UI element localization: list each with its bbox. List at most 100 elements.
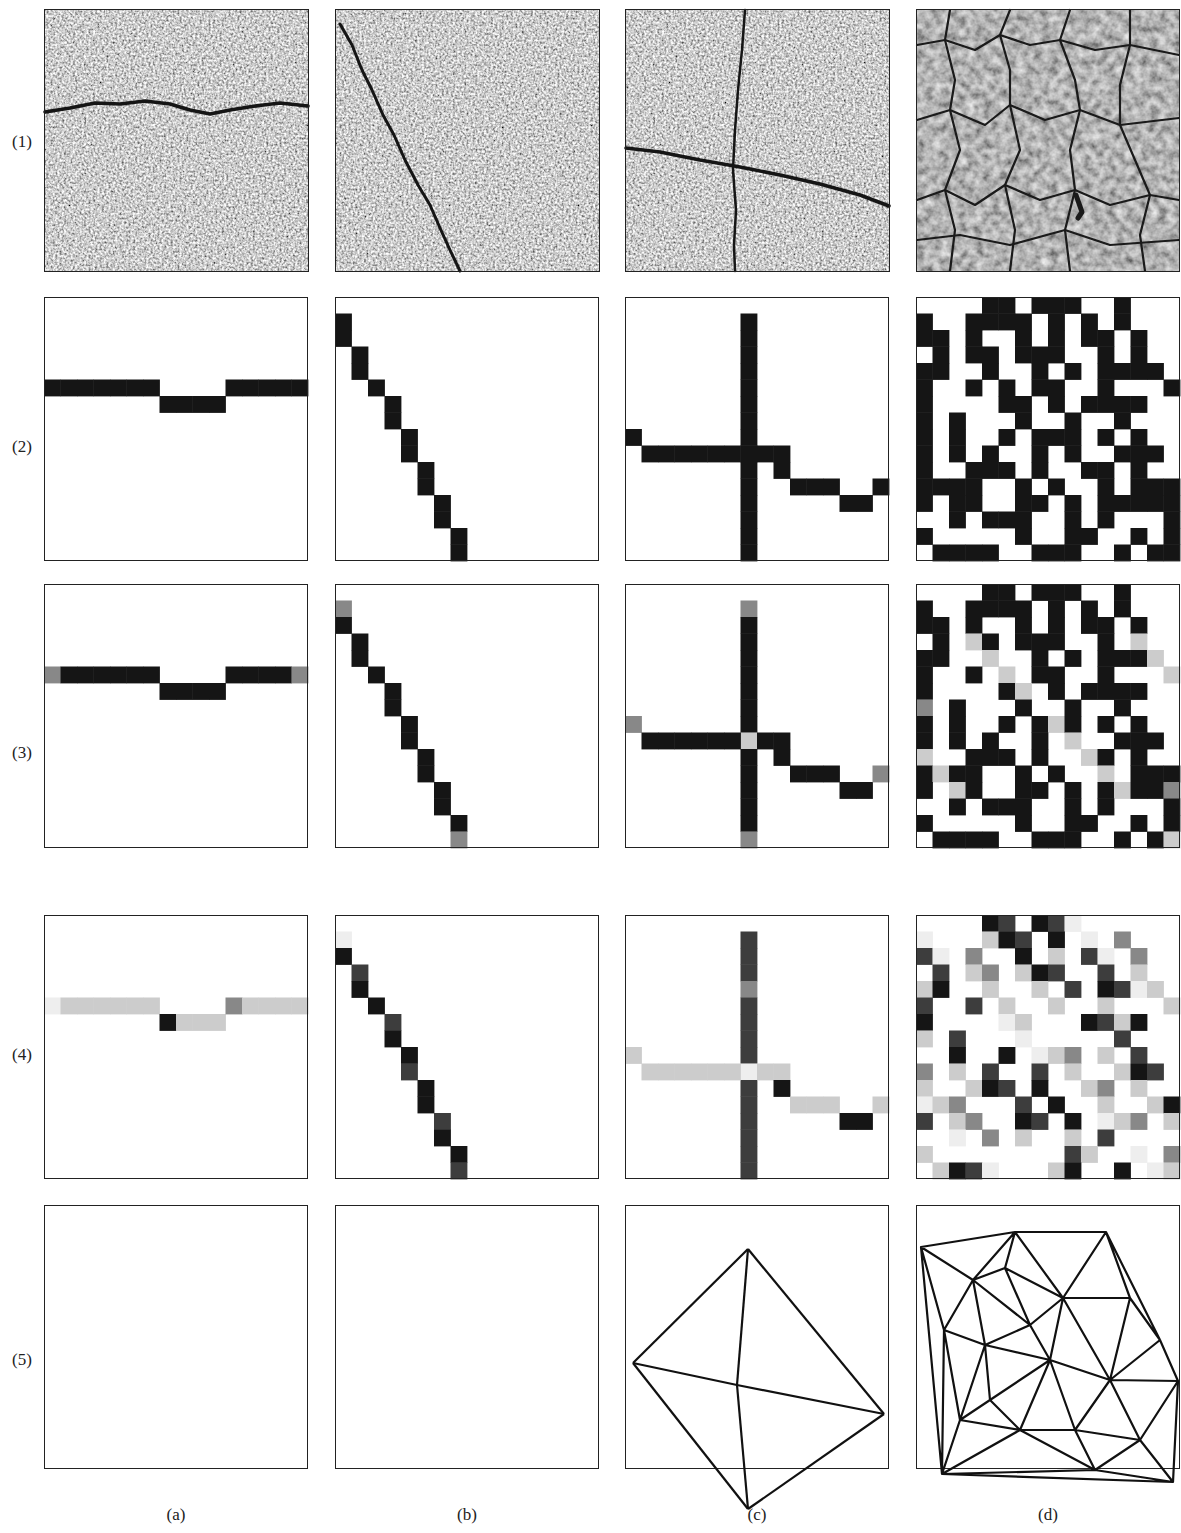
grid-cell — [708, 733, 725, 750]
grid-cell — [741, 601, 758, 618]
grid-cell — [434, 1113, 451, 1130]
grid-cell — [999, 297, 1016, 314]
grid-cell — [275, 998, 292, 1015]
grid-cell — [916, 683, 933, 700]
grid-cell — [933, 363, 950, 380]
grid-cell — [741, 733, 758, 750]
grid-cell — [724, 733, 741, 750]
grid-cell — [1114, 1031, 1131, 1048]
grid-cell — [1048, 915, 1065, 932]
grid-cell — [1048, 716, 1065, 733]
grid-cell — [1015, 1130, 1032, 1147]
crack-line — [340, 24, 460, 271]
grid-cell — [1098, 998, 1115, 1015]
grid-cell — [1081, 617, 1098, 634]
grid-cell — [982, 1130, 999, 1147]
grid-cell — [982, 297, 999, 314]
grid-cell — [999, 667, 1016, 684]
grid-cell — [1032, 446, 1049, 463]
grid-cell — [966, 380, 983, 397]
grid-cell — [741, 683, 758, 700]
grid-cell — [999, 396, 1016, 413]
grid-cell — [1147, 363, 1164, 380]
grid-cell — [193, 396, 210, 413]
grid-cell — [1065, 700, 1082, 717]
grid-cell — [966, 545, 983, 562]
grid-cell — [1065, 545, 1082, 562]
grid-cell — [1081, 396, 1098, 413]
panel-frame — [45, 916, 308, 1179]
grid-panel — [44, 667, 308, 700]
grid-cell — [335, 601, 352, 618]
grid-cell — [259, 380, 276, 397]
grid-cell — [209, 683, 226, 700]
grid-cell — [658, 446, 675, 463]
grid-cell — [176, 1014, 193, 1031]
grid-cell — [757, 1064, 774, 1081]
grid-cell — [1065, 446, 1082, 463]
grid-cell — [1098, 1080, 1115, 1097]
grid-cell — [1032, 965, 1049, 982]
grid-cell — [1081, 528, 1098, 545]
grid-cell — [741, 479, 758, 496]
grid-cell — [741, 1097, 758, 1114]
grid-cell — [741, 1163, 758, 1180]
grid-cell — [916, 782, 933, 799]
grid-cell — [1048, 297, 1065, 314]
grid-cell — [1032, 716, 1049, 733]
grid-cell — [1065, 815, 1082, 832]
grid-cell — [873, 766, 890, 783]
grid-cell — [1131, 495, 1148, 512]
crack-line — [733, 10, 745, 271]
grid-cell — [1098, 1047, 1115, 1064]
grid-cell — [966, 1163, 983, 1180]
grid-cell — [1032, 832, 1049, 849]
grid-cell — [385, 683, 402, 700]
grid-cell — [1131, 1064, 1148, 1081]
grid-cell — [982, 584, 999, 601]
grid-cell — [1015, 617, 1032, 634]
grid-cell — [916, 733, 933, 750]
grid-cell — [642, 1064, 659, 1081]
grid-cell — [1131, 650, 1148, 667]
grid-cell — [1015, 683, 1032, 700]
grid-cell — [741, 495, 758, 512]
grid-cell — [434, 782, 451, 799]
grid-cell — [1147, 650, 1164, 667]
grid-cell — [741, 462, 758, 479]
grid-cell — [916, 429, 933, 446]
crack-line — [626, 148, 889, 206]
grid-cell — [1147, 1097, 1164, 1114]
grid-cell — [1164, 512, 1181, 529]
grid-cell — [1098, 363, 1115, 380]
grid-cell — [1131, 1080, 1148, 1097]
grid-cell — [741, 832, 758, 849]
grid-cell — [1164, 1097, 1181, 1114]
grid-cell — [966, 617, 983, 634]
grid-cell — [916, 380, 933, 397]
grid-cell — [1131, 528, 1148, 545]
grid-cell — [741, 512, 758, 529]
grid-cell — [916, 601, 933, 618]
grid-cell — [110, 380, 127, 397]
grid-cell — [292, 998, 309, 1015]
grid-cell — [999, 462, 1016, 479]
grid-cell — [966, 330, 983, 347]
grid-cell — [1048, 948, 1065, 965]
grid-cell — [949, 716, 966, 733]
grid-cell — [1015, 528, 1032, 545]
grid-cell — [933, 981, 950, 998]
grid-cell — [982, 634, 999, 651]
grid-cell — [1098, 766, 1115, 783]
grid-cell — [1048, 330, 1065, 347]
grid-cell — [823, 766, 840, 783]
grid-cell — [1114, 700, 1131, 717]
grid-cell — [1147, 782, 1164, 799]
grid-cell — [741, 766, 758, 783]
grid-cell — [658, 733, 675, 750]
pavement-photo — [44, 9, 309, 272]
grid-cell — [385, 1031, 402, 1048]
grid-cell — [160, 1014, 177, 1031]
grid-cell — [949, 1047, 966, 1064]
panel-frame — [336, 585, 599, 848]
